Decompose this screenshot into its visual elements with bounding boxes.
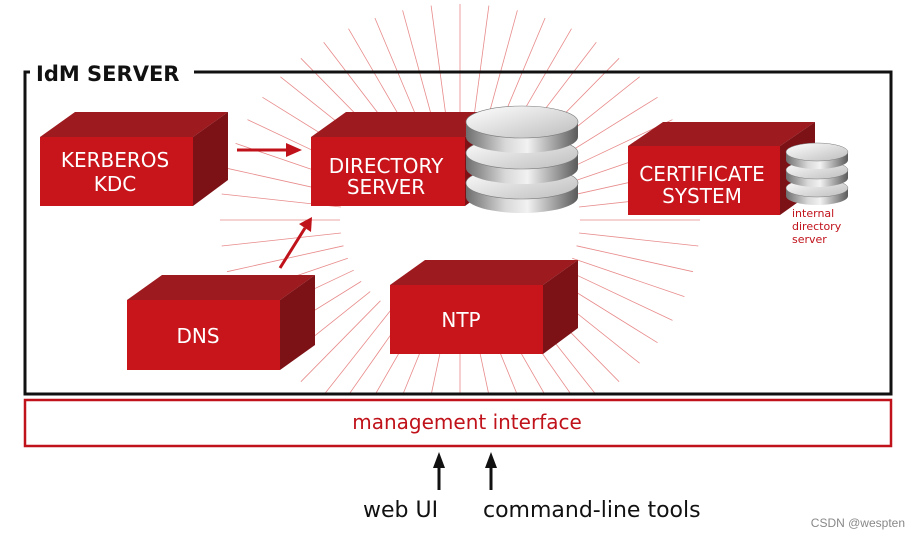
internal-db-label-line2: directory [792, 220, 842, 233]
background-ray [430, 5, 446, 113]
dns-label: DNS [176, 324, 219, 348]
ntp-label: NTP [441, 308, 480, 332]
background-ray [566, 269, 673, 321]
web-ui-label: web UI [363, 498, 438, 523]
dns-box: DNS [127, 275, 315, 370]
background-ray [323, 308, 393, 396]
background-ray [300, 300, 381, 382]
kerberos-kdc-box: KERBEROS KDC [40, 112, 228, 206]
ntp-box: NTP [390, 260, 578, 354]
web-ui-arrow [433, 452, 445, 490]
watermark-text: CSDN @wespten [811, 516, 905, 530]
background-ray [576, 245, 694, 273]
background-ray [221, 232, 341, 247]
background-ray [374, 17, 418, 120]
command-line-arrow [485, 452, 497, 490]
internal-database-stack [785, 142, 849, 205]
idm-server-frame [23, 70, 893, 396]
directory-label-line1: DIRECTORY [329, 154, 444, 178]
kerberos-to-directory-arrow [237, 143, 302, 157]
internal-db-label-line3: server [792, 233, 827, 246]
background-ray [572, 257, 685, 297]
kerberos-label-line2: KDC [94, 172, 136, 196]
certificate-label-line1: CERTIFICATE [639, 162, 765, 186]
certificate-label-line2: SYSTEM [662, 184, 742, 208]
management-interface-bar [23, 398, 893, 448]
command-line-tools-label: command-line tools [483, 498, 701, 523]
dns-to-directory-arrow [278, 217, 312, 269]
idm-server-title-bg [30, 60, 194, 86]
background-ray [474, 5, 490, 113]
database-cylinder-stack [465, 105, 579, 213]
background-ray [402, 10, 432, 116]
idm-server-title: IdM SERVER [36, 62, 179, 86]
internal-db-label-line1: internal [792, 207, 834, 220]
background-ray [579, 232, 699, 247]
background-ray [488, 10, 518, 116]
kerberos-label-line1: KERBEROS [61, 148, 169, 172]
background-ray [348, 28, 405, 125]
management-interface-label: management interface [352, 410, 582, 434]
directory-label-line2: SERVER [347, 175, 425, 199]
background-ray [502, 17, 546, 120]
